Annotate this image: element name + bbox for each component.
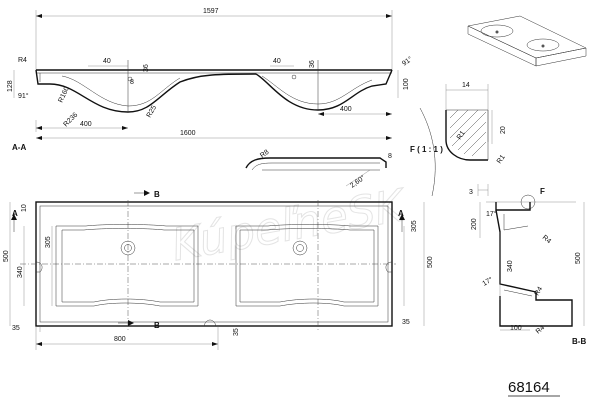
plan-view: B A A 10 500 340 bbox=[3, 190, 434, 350]
dim-35-left: 35 bbox=[12, 325, 20, 332]
dim-800: 800 bbox=[114, 336, 126, 343]
dim-r4-left: R4 bbox=[18, 57, 27, 64]
dim-1597: 1597 bbox=[203, 8, 219, 15]
dim-36-right: 36 bbox=[309, 60, 316, 68]
dim-500-left: 500 bbox=[3, 250, 10, 262]
dim-400-right: 400 bbox=[340, 106, 352, 113]
dim-17-bottom: 17° bbox=[481, 275, 494, 287]
dim-35-right: 35 bbox=[402, 319, 410, 326]
detail-f-label: F ( 1 : 1 ) bbox=[410, 145, 443, 154]
dim-340: 340 bbox=[17, 266, 24, 278]
dim-14: 14 bbox=[462, 82, 470, 89]
dim-8-overflow: 8 bbox=[388, 153, 392, 160]
dim-r160: R160 bbox=[57, 86, 70, 104]
isometric-preview bbox=[467, 15, 587, 67]
dim-10: 10 bbox=[21, 204, 28, 212]
dim-500-bb: 500 bbox=[575, 252, 582, 264]
section-marker-b-bottom: B bbox=[154, 321, 160, 330]
dim-r4-bottom: R4 bbox=[534, 286, 545, 297]
watermark-text: KúpeľneSK bbox=[168, 180, 411, 271]
dim-305-left: 305 bbox=[45, 236, 52, 248]
dim-91-left: 91° bbox=[18, 92, 29, 100]
dim-100-bb: 100 bbox=[510, 325, 522, 332]
dim-35-mid: 35 bbox=[233, 328, 240, 336]
section-label-bb: B-B bbox=[572, 337, 586, 346]
dim-20: 20 bbox=[500, 126, 507, 134]
dim-r4-top: R4 bbox=[541, 234, 552, 245]
overflow-detail: R8 8 2,60° bbox=[245, 149, 392, 190]
dim-500-right: 500 bbox=[427, 256, 434, 268]
section-marker-b-top: B bbox=[154, 190, 160, 199]
section-marker-a-right: A bbox=[398, 209, 404, 218]
dim-40-left: 40 bbox=[103, 58, 111, 65]
dim-r4-base: R4 bbox=[535, 324, 546, 335]
dim-r236: R236 bbox=[62, 112, 79, 129]
dim-128: 128 bbox=[7, 80, 14, 92]
dim-r1-bottom: R1 bbox=[496, 154, 507, 165]
section-bb-view: F 17° 200 R4 340 500 17° R4 100 R4 B-B bbox=[471, 187, 586, 346]
section-marker-f: F bbox=[540, 187, 545, 196]
dim-3: 3 bbox=[469, 189, 473, 196]
dim-400-left: 400 bbox=[80, 121, 92, 128]
section-aa-view: 1597 R4 128 91° R160 R236 40 36 8 R25 40… bbox=[7, 8, 414, 152]
section-label-aa: A-A bbox=[12, 143, 26, 152]
dim-r1-top: R1 bbox=[456, 130, 467, 141]
dim-36-left: 36 bbox=[143, 64, 150, 72]
dim-200: 200 bbox=[471, 218, 478, 230]
drawing-number: 68164 bbox=[508, 379, 550, 396]
dim-r8-overflow: R8 bbox=[259, 149, 270, 160]
detail-f-view: 14 20 R1 R1 3 F ( 1 : 1 ) bbox=[410, 82, 507, 197]
section-marker-a-left: A bbox=[12, 209, 18, 218]
dim-91-right: 91° bbox=[401, 55, 414, 68]
dim-17-top: 17° bbox=[486, 210, 497, 218]
dim-40-right: 40 bbox=[273, 58, 281, 65]
dim-305-right: 305 bbox=[411, 220, 418, 232]
dim-8: 8 bbox=[130, 79, 134, 86]
dim-340-bb: 340 bbox=[507, 260, 514, 272]
dim-100: 100 bbox=[403, 78, 410, 90]
dim-1600: 1600 bbox=[180, 130, 196, 137]
